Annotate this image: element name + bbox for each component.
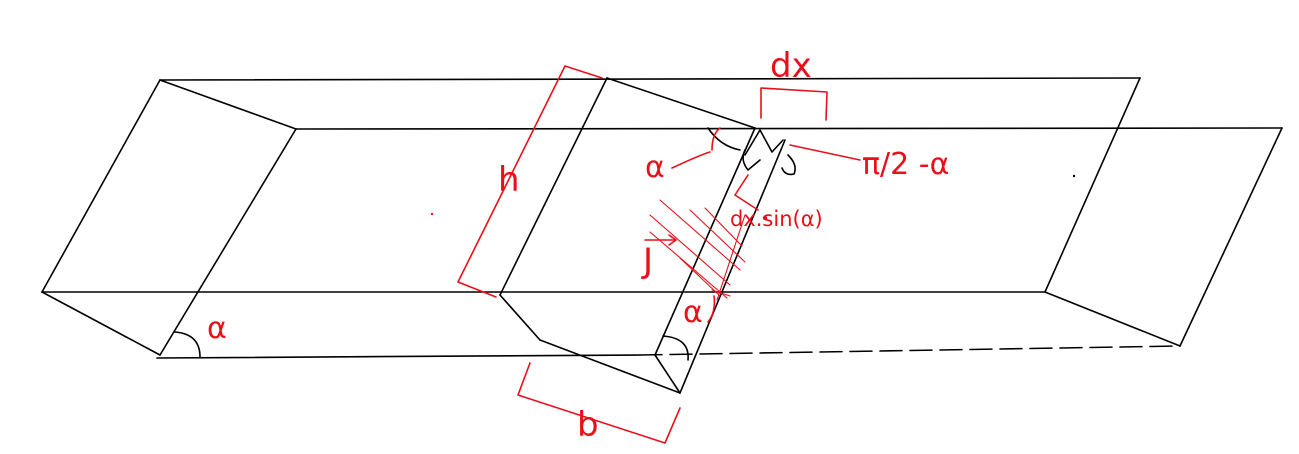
alpha-top-label: α: [645, 150, 665, 185]
annotations: [457, 65, 861, 444]
left-corner-angle-arc: [174, 331, 201, 358]
b-label: b: [577, 405, 599, 445]
dxsin-tick-bottom: [734, 194, 759, 211]
j-hatch-2: [649, 214, 731, 286]
front-bottom-edge-right: [639, 345, 1181, 356]
slice-bottom-corner: [654, 354, 681, 394]
alpha-bottom-mid-label: α: [683, 295, 703, 330]
slice-top-diagonal: [606, 77, 756, 129]
alpha-left-label: α: [207, 311, 227, 346]
stray-dot-right: [1072, 174, 1076, 178]
strip-outline: [41, 77, 1283, 359]
dx-label: dx: [770, 46, 812, 86]
j-hatch-1: [659, 199, 741, 271]
left-end-top: [159, 79, 297, 130]
top-junction-angle-arc: [707, 127, 741, 151]
dxsin-tick-top: [734, 174, 749, 196]
alpha-top-leader: [671, 151, 711, 169]
j-crossline: [716, 214, 746, 301]
back-top-edge: [159, 77, 1141, 81]
j-vector-arrow-head: [668, 234, 677, 246]
left-end-front-vertical: [159, 128, 297, 356]
b-bracket: [517, 362, 681, 444]
dxsin-dot: [762, 215, 768, 221]
slice-second-front-slant: [679, 139, 786, 394]
top-junction-small-arc: [781, 154, 796, 176]
j-hatch-4: [679, 257, 721, 297]
j-hatch-3: [649, 231, 728, 299]
pi-half-minus-alpha-label: π/2 -α: [862, 147, 949, 182]
slice-bottom-left: [499, 294, 541, 341]
right-end-front-vertical: [1179, 127, 1283, 347]
right-end-back-vertical: [1044, 77, 1141, 293]
slice-bottom-front: [539, 339, 681, 394]
alpha-bottom-mid-arc: [707, 295, 716, 323]
front-top-edge: [295, 127, 1283, 130]
left-end-back-vertical: [41, 79, 161, 293]
dx-bracket: [760, 87, 828, 121]
slice-back-slant: [499, 77, 608, 296]
pi-half-leader: [789, 144, 861, 161]
top-junction-zigzag: [744, 129, 784, 156]
h-label: h: [498, 160, 520, 200]
j-hatch-5: [689, 209, 746, 263]
j-vector-label: J: [641, 241, 653, 281]
alpha-top-arc: [711, 127, 721, 151]
front-bottom-edge-left: [156, 354, 641, 359]
left-end-bottom: [41, 291, 161, 356]
j-crossline-2: [711, 289, 731, 297]
stray-dot: [430, 212, 434, 216]
right-end-bottom: [1044, 291, 1181, 347]
bottom-mid-angle-arc: [662, 335, 689, 361]
top-junction-left-mark: [742, 149, 761, 171]
cross-section-slice: [174, 77, 796, 394]
slice-front-slant: [654, 127, 756, 356]
h-bracket: [457, 65, 603, 298]
j-hatch-6: [704, 207, 743, 247]
dx-sin-alpha-label: dx.sin(α): [730, 207, 823, 231]
